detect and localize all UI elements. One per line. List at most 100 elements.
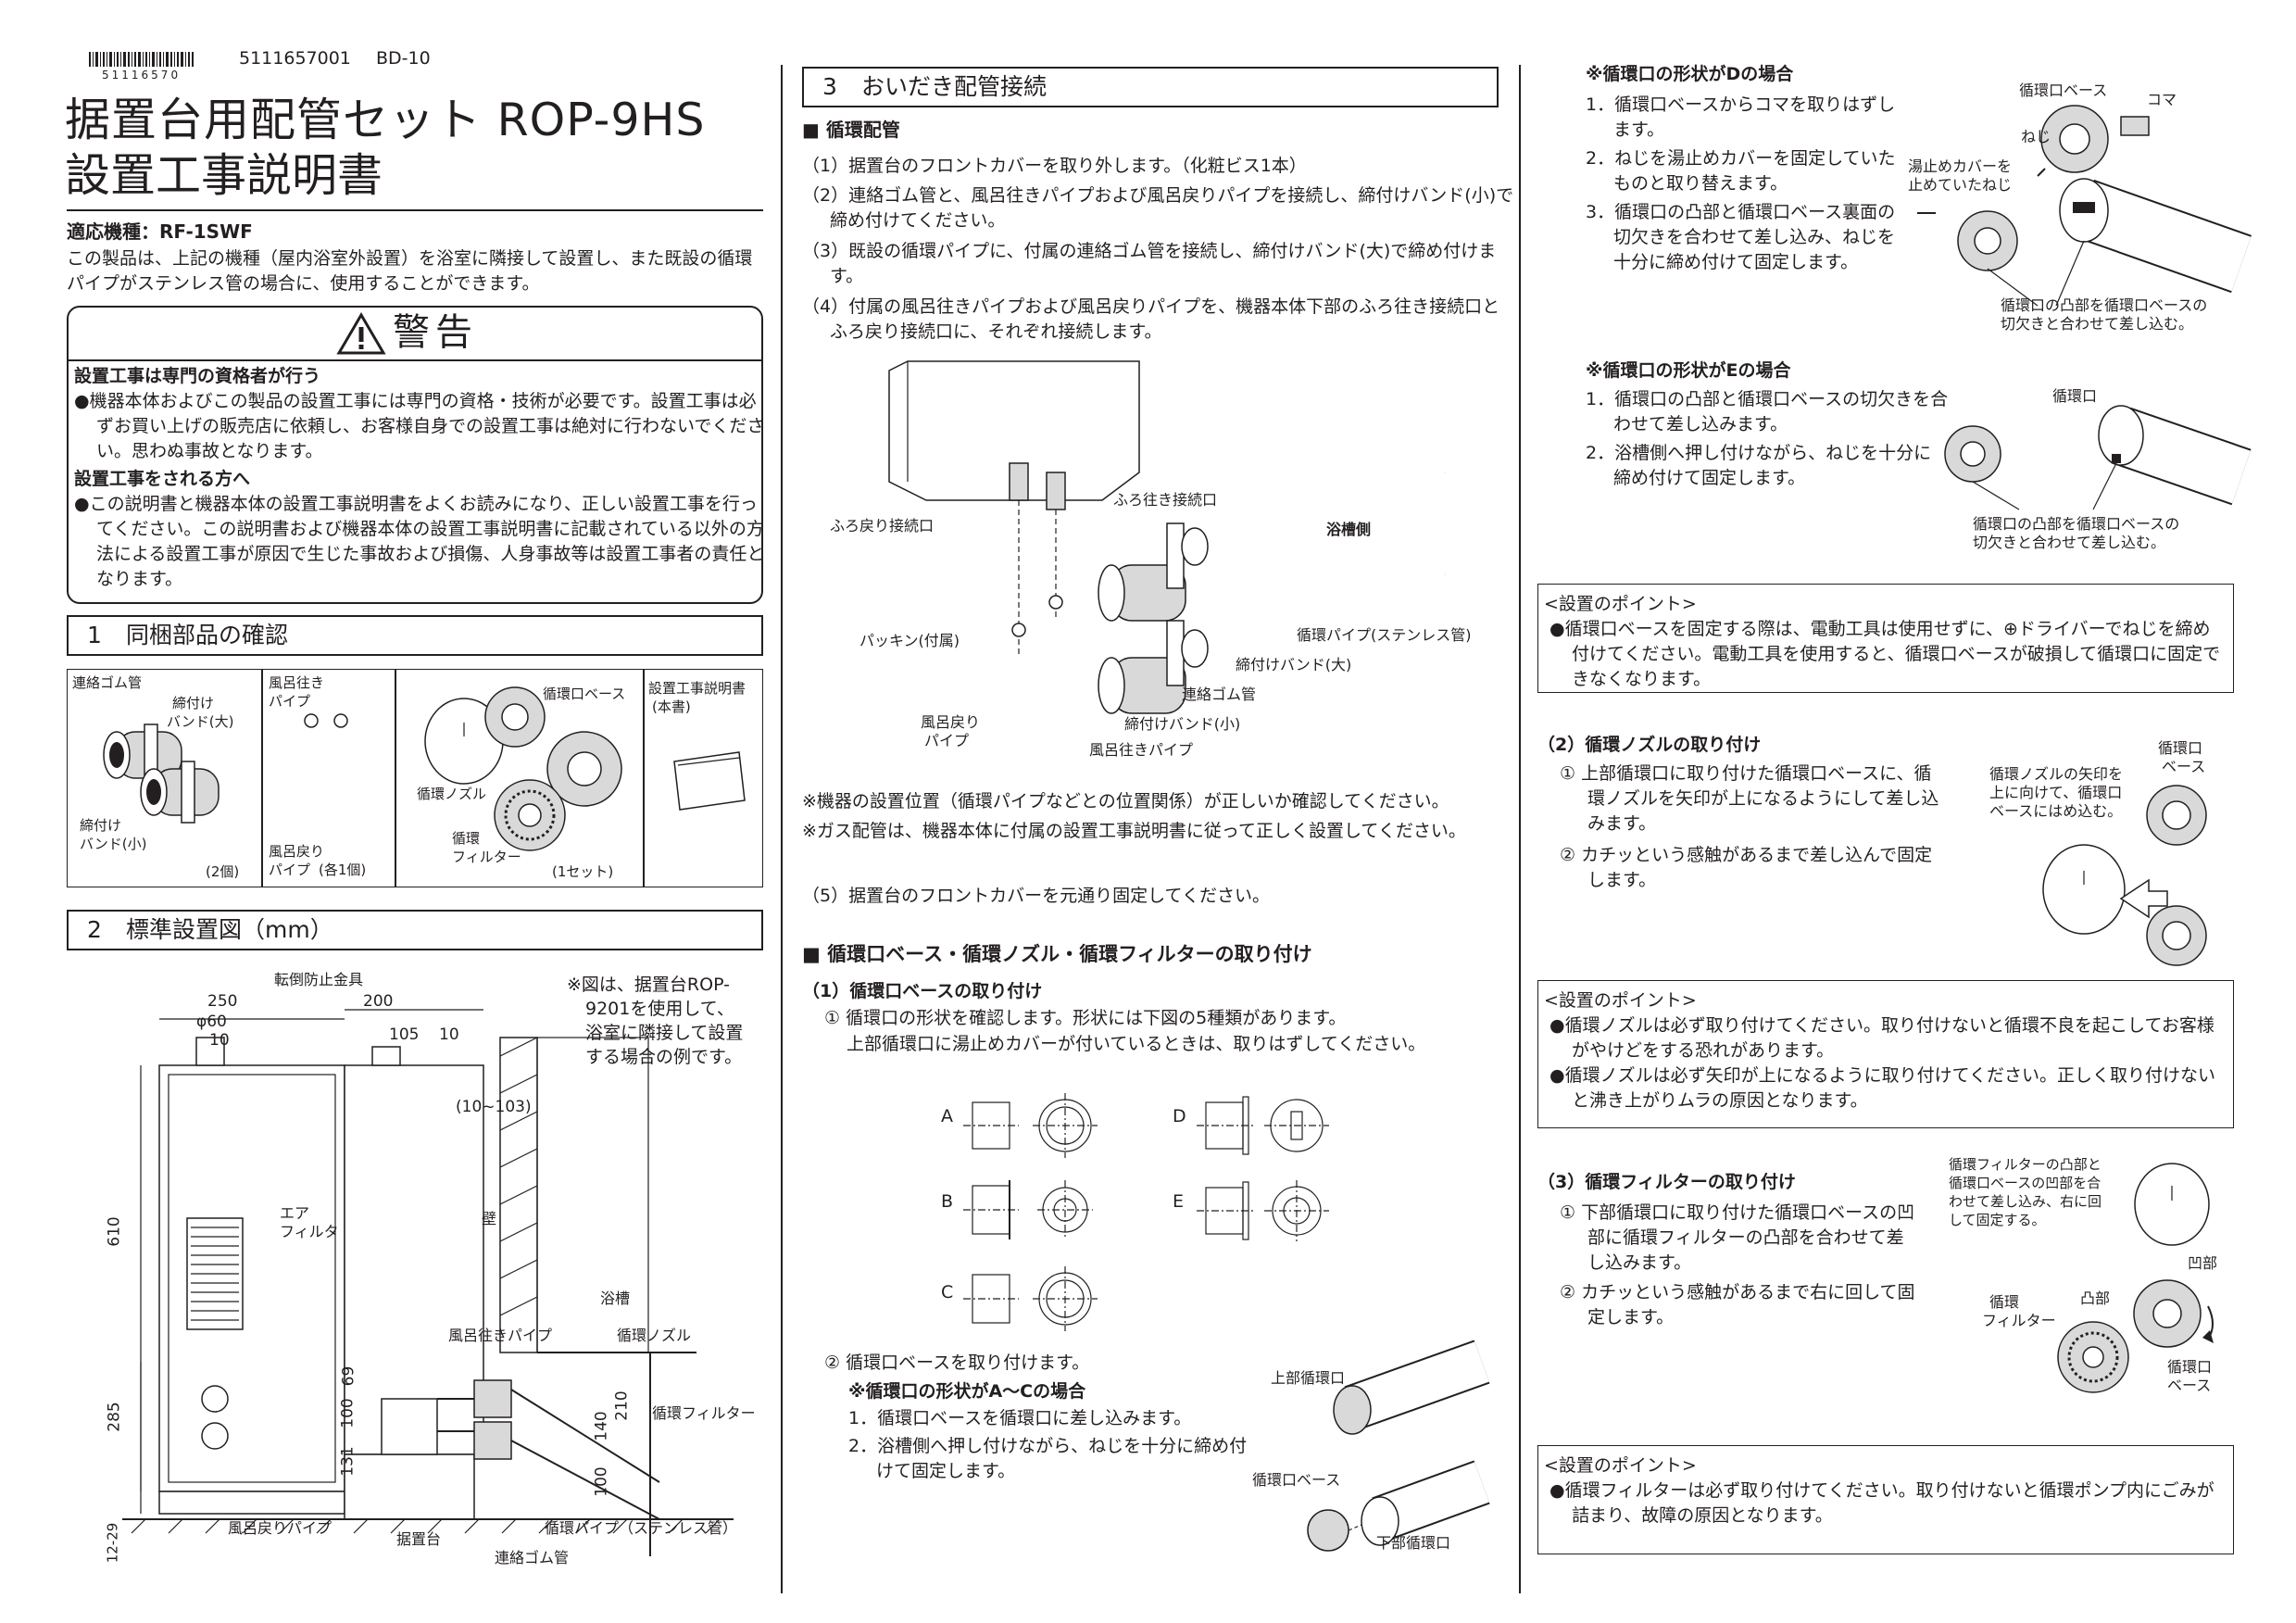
nozzle-step-1: ① 上部循環口に取り付けた循環口ベースに、循環ノズルを矢印が上になるようにして差… — [1560, 763, 1939, 834]
dim-250: 250 — [207, 992, 238, 1011]
nozzle-title: （2）循環ノズルの取り付け — [1537, 735, 1762, 755]
section-3-header: 3 おいだき配管接続 — [802, 67, 1499, 107]
section-3-title: おいだき配管接続 — [861, 73, 1048, 100]
filter-note-3: わせて差し込み、右に回 — [1949, 1193, 2102, 1210]
parts-divider-1 — [261, 669, 263, 887]
warning-triangle-icon — [336, 312, 386, 355]
warning-text-1: ●機器本体およびこの製品の設置工事には専門の資格・技術が必要です。設置工事は必ず… — [74, 391, 765, 461]
label-nozzle: 循環ノズル — [617, 1327, 692, 1344]
dim-phi60: φ60 — [196, 1013, 227, 1031]
warning-title: 警告 — [393, 311, 478, 354]
shape-label-b: B — [941, 1191, 954, 1212]
filter-concave-label: 凹部 — [2188, 1254, 2218, 1272]
label-supply-pipe: 風呂往きパイプ — [448, 1327, 553, 1344]
section-1-header: 1 同梱部品の確認 — [67, 615, 763, 656]
fig-circ-pipe: 循環パイプ(ステンレス管) — [1297, 626, 1472, 644]
dim-69: 69 — [339, 1365, 358, 1387]
d-koma-label: コマ — [2147, 91, 2177, 108]
warning-box — [67, 306, 763, 604]
abc-step-2: 2．浴槽側へ押し付けながら、ねじを十分に締め付けて固定します。 — [848, 1436, 1248, 1481]
shape-label-d: D — [1173, 1106, 1186, 1126]
pipes-illustration — [304, 713, 367, 818]
mount-2-text: ② 循環口ベースを取り付けます。 — [824, 1352, 1090, 1373]
shape-label-c: C — [941, 1282, 954, 1302]
e-step-1: 1．循環口の凸部と循環口ベースの切欠きを合わせて差し込みます。 — [1586, 389, 1949, 434]
section-2-number: 2 — [87, 916, 102, 943]
dim-131: 131 — [338, 1446, 358, 1477]
warning-heading-2: 設置工事をされる方へ — [74, 469, 251, 489]
part-band-small-label-2: バンド(小) — [80, 836, 147, 852]
filter-title: （3）循環フィルターの取り付け — [1537, 1172, 1796, 1192]
dim-10a: 10 — [209, 1031, 230, 1050]
warning-text-2: ●この説明書と機器本体の設置工事説明書をよくお読みになり、正しい設置工事を行って… — [74, 494, 765, 589]
part-rubber-qty: (2個) — [206, 863, 240, 880]
install-note-2: 9201を使用して、 — [585, 999, 734, 1019]
install-note-4: する場合の例です。 — [585, 1047, 743, 1067]
dim-10-103: (10~103) — [456, 1098, 532, 1116]
dim-100a: 100 — [338, 1398, 358, 1428]
column-divider-2 — [1519, 65, 1521, 1593]
part-pipe-qty: (各1個) — [319, 862, 367, 878]
part-band-large-label-2: バンド(大) — [167, 713, 234, 730]
piping-note-2: ※ガス配管は、機器本体に付属の設置工事説明書に従って正しく設置してください。 — [802, 821, 1466, 841]
point-1-text: ●循環口ベースを固定する際は、電動工具は使用せずに、⊕ドライバーでねじを締め付け… — [1549, 619, 2221, 689]
fig-band-small: 締付けバンド(小) — [1124, 715, 1241, 733]
nozzle-base-label-2: ベース — [2162, 758, 2206, 775]
fig-return-port: ふろ戻り接続口 — [830, 517, 935, 535]
point-box-3: <設置のポイント> ●循環フィルターは必ず取り付けてください。取り付けないと循環… — [1537, 1445, 2234, 1554]
label-circ-pipe: 循環パイプ（ステンレス管） — [545, 1519, 738, 1537]
filter-base-label-1: 循環口 — [2167, 1358, 2213, 1376]
e-mount-diagram — [1944, 405, 2252, 510]
nozzle-step-2: ② カチッという感触があるまで差し込んで固定します。 — [1560, 845, 1933, 890]
d-screw-label: ねじ — [2021, 128, 2051, 145]
filter-step-2: ② カチッという感触があるまで右に回して固定します。 — [1560, 1282, 1915, 1327]
fig-supply-pipe: 風呂往きパイプ — [1089, 741, 1194, 759]
nozzle-mount-diagram — [2042, 785, 2207, 966]
nozzle-set-illustration — [424, 686, 622, 851]
section-1-number: 1 — [87, 622, 102, 648]
warning-header — [67, 306, 763, 361]
filter-base-label-2: ベース — [2167, 1377, 2212, 1394]
filter-note-4: して固定する。 — [1949, 1212, 2046, 1228]
dim-100b: 100 — [592, 1466, 611, 1497]
section-3-number: 3 — [822, 73, 837, 100]
doc-code: 5111657001 — [239, 48, 351, 69]
fig-band-large: 締付けバンド(大) — [1236, 656, 1352, 673]
label-filter: 循環フィルター — [652, 1404, 756, 1422]
abc-step-1: 1．循環口ベースを循環口に差し込みます。 — [848, 1408, 1192, 1428]
title-line-2: 設置工事説明書 — [65, 149, 383, 202]
title-line-1: 据置台用配管セット ROP-9HS — [65, 94, 706, 146]
label-wall: 壁 — [482, 1210, 497, 1227]
dim-105: 105 — [389, 1025, 420, 1044]
d-step-2: 2．ねじを湯止めカバーを固定していたものと取り替えます。 — [1586, 148, 1896, 194]
d-base-label: 循環口ベース — [2019, 82, 2108, 99]
part-manual-label: 設置工事説明書 — [648, 680, 747, 697]
part-band-small-label-1: 締付け — [80, 817, 122, 834]
warning-heading-1: 設置工事は専門の資格者が行う — [74, 366, 321, 386]
dim-210: 210 — [612, 1390, 632, 1421]
shape-label-a: A — [941, 1106, 953, 1126]
part-band-large-label-1: 締付け — [172, 695, 215, 711]
parts-divider-3 — [643, 669, 645, 887]
filter-mount-diagram — [2057, 1163, 2214, 1393]
part-supply-pipe-label: 風呂往き — [269, 674, 325, 691]
parts-divider-2 — [395, 669, 396, 887]
filter-note-2: 循環口ベースの凹部を合 — [1949, 1175, 2102, 1191]
piping-step-2: （2）連絡ゴム管と、風呂往きパイプおよび風呂戻りパイプを接続し、締付けバンド(小… — [802, 185, 1514, 231]
nozzle-note-3: ベースにはめ込む。 — [1989, 802, 2123, 820]
part-base-label: 循環口ベース — [543, 686, 626, 702]
abc-lower-label: 下部循環口 — [1376, 1534, 1451, 1552]
fig-return-pipe-2: パイプ — [924, 732, 970, 749]
part-return-pipe-label-2: パイプ — [269, 862, 311, 878]
e-port-label: 循環口 — [2052, 387, 2098, 405]
d-step-1: 1．循環口ベースからコマを取りはずします。 — [1586, 94, 1896, 140]
point-box-2: <設置のポイント> ●循環ノズルは必ず取り付けてください。取り付けないと循環不良… — [1537, 980, 2234, 1128]
label-bathtub: 浴槽 — [600, 1290, 631, 1307]
piping-step-5: （5）据置台のフロントカバーを元通り固定してください。 — [802, 886, 1270, 906]
filter-filter-label-2: フィルター — [1982, 1312, 2056, 1329]
section-1-title: 同梱部品の確認 — [126, 622, 289, 648]
d-note-1: 循環口の凸部を循環口ベースの — [2001, 296, 2208, 314]
d-cover-screw-2: 止めていたねじ — [1908, 176, 2013, 194]
part-manual-label-2: (本書) — [652, 698, 691, 715]
piping-step-3: （3）既設の循環パイプに、付属の連絡ゴム管を接続し、締付けバンド(大)で締め付け… — [802, 241, 1497, 286]
